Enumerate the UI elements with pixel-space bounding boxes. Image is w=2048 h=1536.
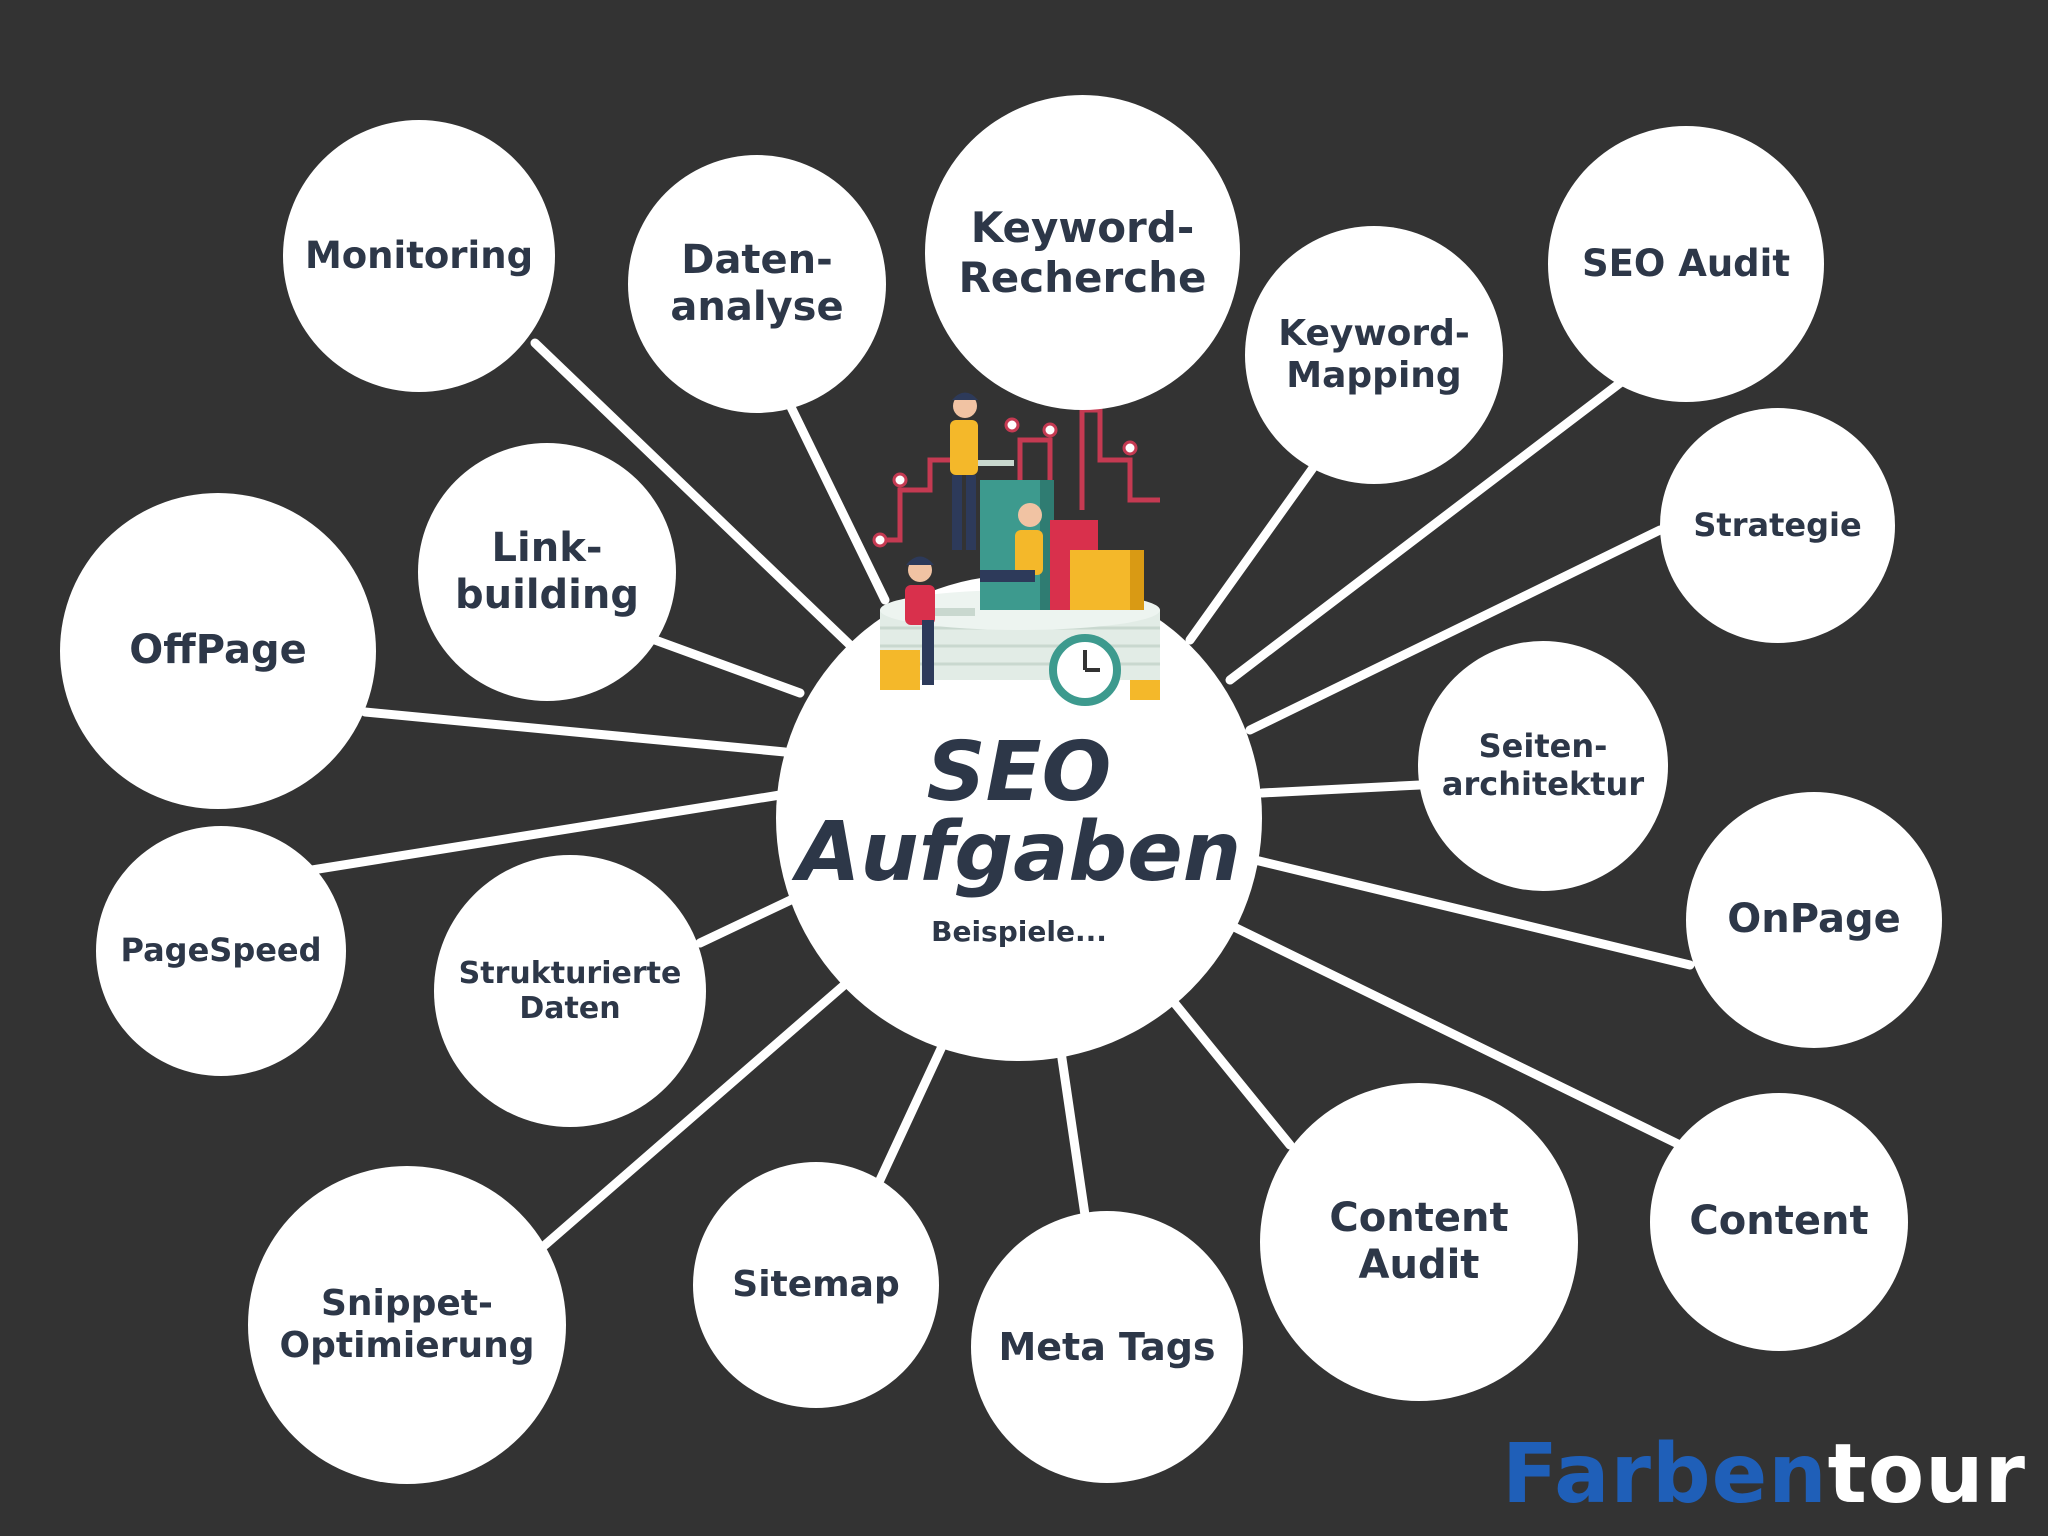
node-linkbuilding: Link- building [418, 443, 676, 701]
node-strukturierte-daten: Strukturierte Daten [434, 855, 706, 1127]
center-bubble: SEO Aufgaben Beispiele... [776, 575, 1262, 1061]
connector-strategie [1245, 525, 1665, 735]
connector-seo-audit [1225, 378, 1625, 685]
connector-monitoring [530, 338, 855, 650]
node-keyword-recherche: Keyword- Recherche [925, 95, 1240, 410]
connector-pagespeed [307, 790, 785, 875]
connector-content-audit [1163, 990, 1295, 1150]
node-offpage: OffPage [60, 493, 376, 809]
circuit-line-mid [1017, 437, 1053, 510]
node-monitoring: Monitoring [283, 120, 555, 392]
center-subtitle: Beispiele... [931, 915, 1107, 948]
node-keyword-mapping: Keyword- Mapping [1245, 226, 1503, 484]
yellow-cube-small [880, 650, 920, 690]
node-sitemap: Sitemap [693, 1162, 939, 1408]
connector-sitemap [875, 1035, 950, 1185]
connector-offpage [360, 707, 790, 757]
connector-meta-tags [1055, 1040, 1090, 1220]
node-strategie: Strategie [1660, 408, 1895, 643]
node-pagespeed: PageSpeed [96, 826, 346, 1076]
node-snippet-optimierung: Snippet- Optimierung [248, 1166, 566, 1484]
circuit-line-right [1079, 407, 1160, 510]
node-meta-tags: Meta Tags [971, 1211, 1243, 1483]
connector-datenanalyse [785, 400, 890, 605]
connector-content [1225, 920, 1685, 1150]
brand-part1: Farben [1501, 1427, 1828, 1522]
brand-logo: Farbentour [1502, 1427, 2026, 1522]
connector-keyword-mapping [1185, 460, 1320, 645]
node-content: Content [1650, 1093, 1908, 1351]
yellow-cube [1070, 550, 1130, 610]
team-illustration [872, 384, 1160, 706]
connector-strukturierte-daten [695, 893, 800, 948]
node-onpage: OnPage [1686, 792, 1942, 1048]
connector-linkbuilding [650, 635, 805, 698]
node-seo-audit: SEO Audit [1548, 126, 1824, 402]
node-datenanalyse: Daten- analyse [628, 155, 886, 413]
connector-onpage [1250, 855, 1695, 970]
connector-seitenarchitektur [1257, 780, 1425, 798]
node-content-audit: Content Audit [1260, 1083, 1578, 1401]
center-title-line1: SEO [926, 725, 1112, 820]
connector-snippet [540, 975, 855, 1250]
center-title-line2: Aufgaben [796, 805, 1242, 900]
node-seitenarchitektur: Seiten- architektur [1418, 641, 1668, 891]
circuit-line-left [880, 450, 963, 543]
brand-part2: tour [1827, 1427, 2026, 1522]
